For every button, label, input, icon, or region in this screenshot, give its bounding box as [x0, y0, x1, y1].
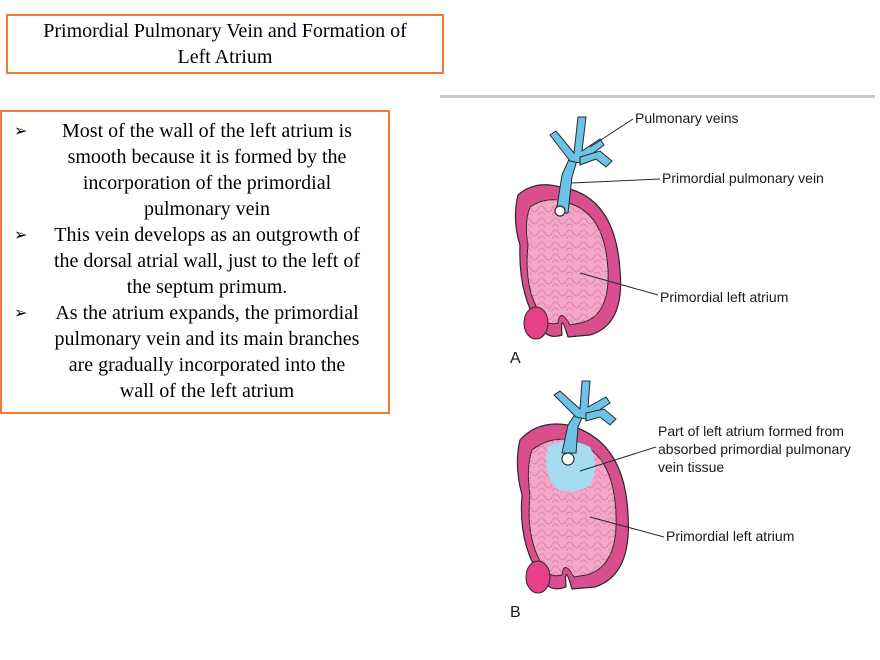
- slide-title-line-1: Primordial Pulmonary Vein and Formation …: [43, 20, 407, 42]
- panel-b-label-part-line-3: vein tissue: [658, 459, 724, 475]
- bullet-item-1: ➢ Most of the wall of the left atrium is…: [10, 118, 380, 222]
- panel-b-septum-bump: [525, 560, 551, 594]
- panel-a-label-primordial-vein: Primordial pulmonary vein: [662, 170, 824, 186]
- panel-b-pulmonary-veins-right: [585, 408, 617, 426]
- bullet-1-line-3: incorporation of the primordial: [82, 172, 332, 194]
- bullet-3-line-2: pulmonary vein and its main branches: [54, 328, 360, 350]
- panel-a-septum-bump: [523, 306, 549, 340]
- panel-b-label-left-atrium: Primordial left atrium: [666, 528, 794, 544]
- bullet-3-line-1: As the atrium expands, the primordial: [55, 302, 359, 324]
- panel-a-letter: A: [510, 350, 521, 367]
- panel-a-leader-primordial-vein: [571, 178, 661, 184]
- panel-b-absorbed-vein-region: [546, 441, 595, 492]
- panel-b-pulmonary-veins: [553, 380, 611, 420]
- bullet-item-3: ➢ As the atrium expands, the primordial …: [10, 300, 380, 404]
- panel-a-label-pulmonary-veins: Pulmonary veins: [635, 110, 739, 126]
- atrium-figure: Pulmonary veins Primordial pulmonary vei…: [440, 95, 880, 660]
- slide-title-line-2: Left Atrium: [177, 46, 273, 68]
- arrow-bullet-icon: ➢: [14, 225, 28, 244]
- panel-a-leader-left-atrium: [579, 272, 659, 296]
- panel-a-vein-opening: [554, 205, 566, 217]
- slide-title-box: Primordial Pulmonary Vein and Formation …: [6, 14, 444, 74]
- panel-a-label-left-atrium: Primordial left atrium: [660, 289, 788, 305]
- panel-a-pulmonary-veins: [549, 116, 605, 164]
- panel-b-label-part-line-1: Part of left atrium formed from: [658, 423, 844, 439]
- panel-a-pulmonary-veins-right: [579, 150, 613, 168]
- panel-a-leader-pulmonary-veins: [589, 118, 634, 148]
- panel-b-drawing: [516, 380, 665, 594]
- bullet-3-line-3: are gradually incorporated into the: [68, 354, 346, 376]
- panel-b-vein-opening: [561, 452, 575, 466]
- bullet-1-line-4: pulmonary vein: [143, 198, 271, 220]
- panel-b-label-part-line-2: absorbed primordial pulmonary: [658, 441, 851, 457]
- arrow-bullet-icon: ➢: [14, 303, 28, 322]
- bullet-item-2: ➢ This vein develops as an outgrowth of …: [10, 222, 380, 300]
- panel-a-drawing: [514, 116, 661, 340]
- panel-b-letter: B: [510, 604, 521, 621]
- bullet-list-box: ➢ Most of the wall of the left atrium is…: [0, 110, 390, 414]
- panel-a-cell-texture: [526, 199, 609, 325]
- panel-b-leader-left-atrium: [589, 516, 665, 538]
- bullet-1-line-1: Most of the wall of the left atrium is: [62, 120, 352, 142]
- bullet-2-line-3: the septum primum.: [126, 276, 288, 298]
- bullet-2-line-2: the dorsal atrial wall, just to the left…: [53, 250, 361, 272]
- panel-b-leader-absorbed: [579, 446, 657, 472]
- bullet-1-line-2: smooth because it is formed by the: [67, 146, 347, 168]
- atrium-diagram-svg: Pulmonary veins Primordial pulmonary vei…: [440, 95, 875, 621]
- bullet-3-line-4: wall of the left atrium: [119, 380, 295, 402]
- arrow-bullet-icon: ➢: [14, 121, 28, 140]
- bullet-2-line-1: This vein develops as an outgrowth of: [54, 224, 360, 246]
- figure-top-rule: [440, 95, 875, 98]
